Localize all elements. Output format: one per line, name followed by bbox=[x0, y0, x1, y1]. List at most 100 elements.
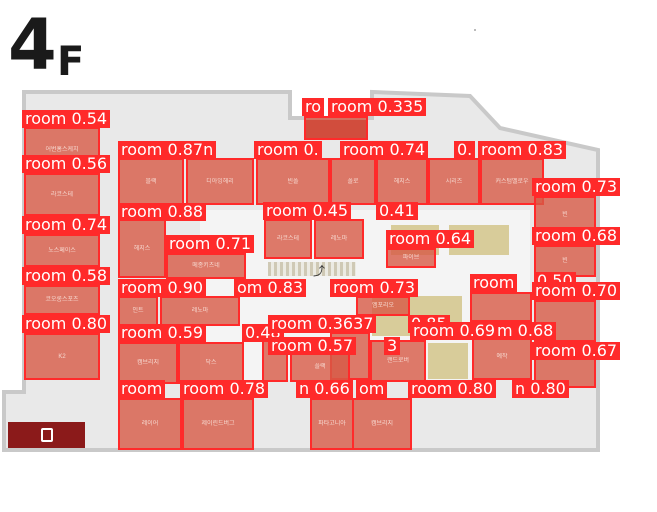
detection-box: 제이린드버그 bbox=[182, 398, 254, 450]
store-name: 헤지스 bbox=[393, 178, 411, 185]
store-name: 빈 bbox=[562, 258, 568, 264]
detection-label: n 0.66 bbox=[296, 380, 353, 398]
store-name: 캠브리지 bbox=[370, 421, 394, 427]
detection-box: 인트 bbox=[118, 296, 158, 326]
store-name: 플랙 bbox=[314, 364, 326, 370]
detection-box: K2 bbox=[24, 333, 100, 380]
detection-box: 헤지스 bbox=[118, 219, 166, 278]
store-name: 코오롱스포츠 bbox=[45, 297, 79, 303]
detection-label: room 0.68 bbox=[532, 227, 621, 245]
store-name: 라코스테 bbox=[50, 191, 74, 198]
detection-box: 빈 bbox=[534, 245, 596, 277]
detection-box: 블랙 bbox=[118, 158, 184, 205]
detection-label: om bbox=[356, 380, 388, 398]
detection-box: 시리즈 bbox=[428, 158, 480, 205]
detection-box bbox=[304, 116, 368, 140]
detection-box bbox=[470, 292, 532, 322]
store-name: 레노마 bbox=[191, 308, 209, 314]
detection-label: room 0.74 bbox=[22, 216, 111, 234]
detection-box: 파이브 bbox=[386, 248, 436, 268]
store-block bbox=[428, 343, 468, 379]
detection-box: 예작 bbox=[472, 334, 532, 380]
detection-box: 파타고니아 bbox=[310, 398, 354, 450]
detection-label: room 0.83 bbox=[478, 141, 567, 159]
detection-box: 닥스 bbox=[178, 342, 244, 384]
detection-label: room 0.71 bbox=[166, 235, 255, 253]
store-name: 빈폴 bbox=[287, 178, 299, 185]
store-name: 커스텀멜로우 bbox=[495, 178, 529, 185]
store-name: 레이어 bbox=[141, 421, 159, 427]
detection-box: 엠포리오 bbox=[356, 296, 410, 316]
store-name: 헤지스 bbox=[133, 245, 151, 252]
detection-box: 레노마 bbox=[314, 219, 364, 259]
detection-label: m 0.68 bbox=[494, 322, 557, 340]
store-name: 레노마 bbox=[330, 236, 348, 242]
detection-box: 플랙 bbox=[290, 352, 350, 382]
detection-label: room 0.67 bbox=[532, 342, 621, 360]
detection-box: 레이어 bbox=[118, 398, 182, 450]
store-name: 인트 bbox=[132, 308, 144, 314]
detection-box: 라코스테 bbox=[24, 173, 100, 216]
store-name: 디아잉헤리 bbox=[206, 178, 234, 185]
escalator bbox=[268, 262, 356, 276]
store-name: 닥스 bbox=[205, 360, 217, 366]
store-name: 제이린드버그 bbox=[201, 421, 235, 427]
detection-box: 빈폴 bbox=[256, 158, 330, 205]
detection-label: room 0. bbox=[254, 141, 322, 159]
detection-label: room 0.59 bbox=[118, 324, 207, 342]
store-name: 어번홈스케치 bbox=[45, 147, 79, 153]
detection-label: room 0.80 bbox=[22, 315, 111, 333]
detection-label: room 0.56 bbox=[22, 155, 111, 173]
detection-label: room 0.88 bbox=[118, 203, 207, 221]
detection-label: room 0.73 bbox=[532, 178, 621, 196]
detection-box: 캠브리지 bbox=[118, 342, 178, 384]
store-name: 예작 bbox=[496, 354, 508, 360]
detection-label: room bbox=[470, 274, 518, 292]
detection-label: ro bbox=[302, 98, 325, 116]
detection-label: room 0.90 bbox=[118, 279, 207, 297]
detection-label: om 0.83 bbox=[234, 279, 307, 297]
detection-box: 폴로 bbox=[330, 158, 376, 205]
floor-title: 4 F bbox=[8, 6, 88, 86]
store-name: 파타고니아 bbox=[318, 421, 346, 427]
detection-label: room 0.45 bbox=[263, 202, 352, 220]
detection-label: room 0.57 bbox=[268, 337, 357, 355]
store-name: 노스페이스 bbox=[48, 247, 76, 254]
detection-label: 0.41 bbox=[376, 202, 418, 220]
detection-label: 3 bbox=[384, 337, 401, 355]
detection-label: room 0.78 bbox=[180, 380, 269, 398]
store-name: K2 bbox=[58, 353, 66, 360]
detection-box: 디아잉헤리 bbox=[186, 158, 254, 205]
detection-label: n 0.80 bbox=[512, 380, 569, 398]
floor-letter: F bbox=[57, 39, 85, 85]
detection-label: room 0.3637 bbox=[268, 315, 377, 333]
detection-label: room 0.74 bbox=[340, 141, 429, 159]
detection-label: room 0.335 bbox=[328, 98, 427, 116]
exit-icon bbox=[41, 428, 53, 442]
store-name: 캠브리지 bbox=[136, 360, 160, 366]
detection-label: room bbox=[118, 380, 166, 398]
store-name: 엠포리오 bbox=[371, 303, 395, 309]
detection-box: 캠브리지 bbox=[352, 398, 412, 450]
store-name: 라코스테 bbox=[276, 236, 300, 242]
escalator-arrow-icon: ⤴ bbox=[313, 264, 326, 278]
detection-label: room 0.58 bbox=[22, 267, 111, 285]
detection-box: 메종키츠네 bbox=[166, 253, 246, 279]
detection-label: 0. bbox=[454, 141, 476, 159]
detection-label: room 0.69 bbox=[410, 322, 499, 340]
store-name: 폴로 bbox=[347, 178, 359, 185]
detection-label: room 0.64 bbox=[386, 230, 475, 248]
detection-box: 코오롱스포츠 bbox=[24, 285, 100, 315]
detection-label: room 0.73 bbox=[330, 279, 419, 297]
detection-box: 빈 bbox=[534, 196, 596, 233]
detection-label: room 0.87n bbox=[118, 141, 217, 159]
detection-box: 레노마 bbox=[160, 296, 240, 326]
store-name: 파이브 bbox=[402, 255, 420, 261]
store-name: 메종키츠네 bbox=[192, 263, 220, 269]
floor-number: 4 bbox=[8, 4, 57, 86]
detection-label: room 0.54 bbox=[22, 110, 111, 128]
detection-label: room 0.70 bbox=[532, 282, 621, 300]
detection-box: 헤지스 bbox=[376, 158, 428, 205]
detection-box: 노스페이스 bbox=[24, 234, 100, 267]
map-dot bbox=[474, 29, 476, 31]
